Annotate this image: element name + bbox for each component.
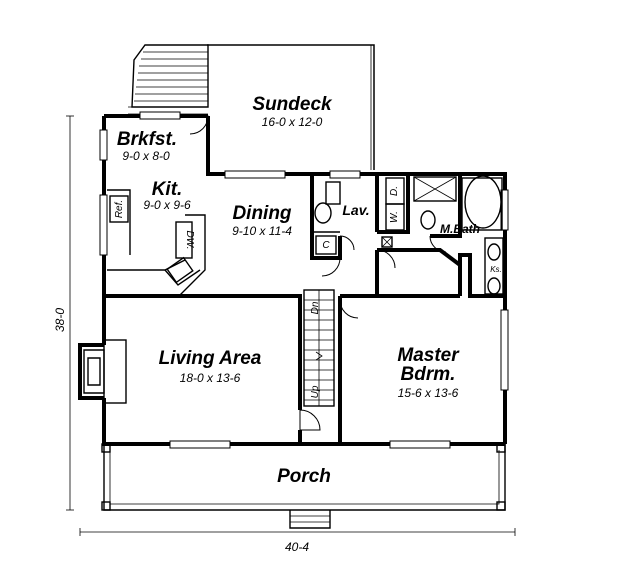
master-bedroom-label-line2: Bdrm. xyxy=(401,364,456,385)
kitchen-counters xyxy=(107,189,206,296)
bathtub xyxy=(464,175,502,229)
stairs xyxy=(303,289,335,407)
shower xyxy=(413,176,457,202)
stair-up-label: Up xyxy=(310,385,321,398)
lav-door[interactable] xyxy=(321,257,341,277)
master-bedroom-label-line1: Master xyxy=(397,345,460,366)
living-area-size: 18-0 x 13-6 xyxy=(180,371,241,385)
closet-label: C xyxy=(322,240,330,251)
kitchen-sink xyxy=(166,256,194,284)
kitchen-size: 9-0 x 9-6 xyxy=(143,198,191,212)
closet-door[interactable] xyxy=(339,235,355,251)
dishwasher-label: DW. xyxy=(184,230,195,249)
porch-label: Porch xyxy=(277,466,331,487)
coat-closet xyxy=(315,235,337,255)
refrigerator-label: Ref. xyxy=(114,200,125,218)
master-bath-fixtures xyxy=(413,175,504,295)
lav-sink xyxy=(314,202,332,224)
sundeck-label: Sundeck xyxy=(252,94,333,115)
width-dimension: 40-4 xyxy=(285,540,309,554)
vanity xyxy=(484,237,504,295)
dryer-label: D. xyxy=(389,186,400,196)
sundeck-size: 16-0 x 12-0 xyxy=(262,115,323,129)
bath-toilet xyxy=(420,210,436,230)
washer-label: W. xyxy=(389,211,400,223)
deck-stairs xyxy=(131,44,209,108)
master-bedroom-size: 15-6 x 13-6 xyxy=(398,386,459,400)
lav-fixtures xyxy=(314,181,393,255)
breakfast-door[interactable] xyxy=(189,115,209,135)
laundry xyxy=(385,177,405,231)
porch-structure xyxy=(101,443,506,529)
dining-size: 9-10 x 11-4 xyxy=(232,224,292,238)
master-bath-door[interactable] xyxy=(376,249,396,269)
porch-steps xyxy=(289,510,331,529)
front-door[interactable] xyxy=(299,409,321,431)
bath-sink-label: Ks. xyxy=(490,265,502,274)
breakfast-size: 9-0 x 8-0 xyxy=(122,149,170,163)
dimension-lines xyxy=(66,115,516,536)
linen-door[interactable] xyxy=(429,235,447,253)
lav-toilet xyxy=(325,181,341,205)
bedroom-door[interactable] xyxy=(339,299,359,319)
stair-down-label: Dn xyxy=(310,301,321,314)
breakfast-label: Brkfst. xyxy=(117,129,177,150)
dining-label: Dining xyxy=(232,203,291,224)
kitchen-label: Kit. xyxy=(152,179,183,200)
lav-label: Lav. xyxy=(342,202,369,218)
fireplace xyxy=(83,339,127,404)
doors xyxy=(189,115,447,431)
living-area-label: Living Area xyxy=(159,348,262,369)
depth-dimension: 38-0 xyxy=(53,308,67,332)
interior-walls xyxy=(104,148,505,444)
refrigerator xyxy=(109,195,129,223)
windows xyxy=(99,111,509,449)
washer xyxy=(385,203,405,231)
laundry-chute xyxy=(381,236,393,248)
master-bath-label: M.Bath xyxy=(440,222,480,236)
